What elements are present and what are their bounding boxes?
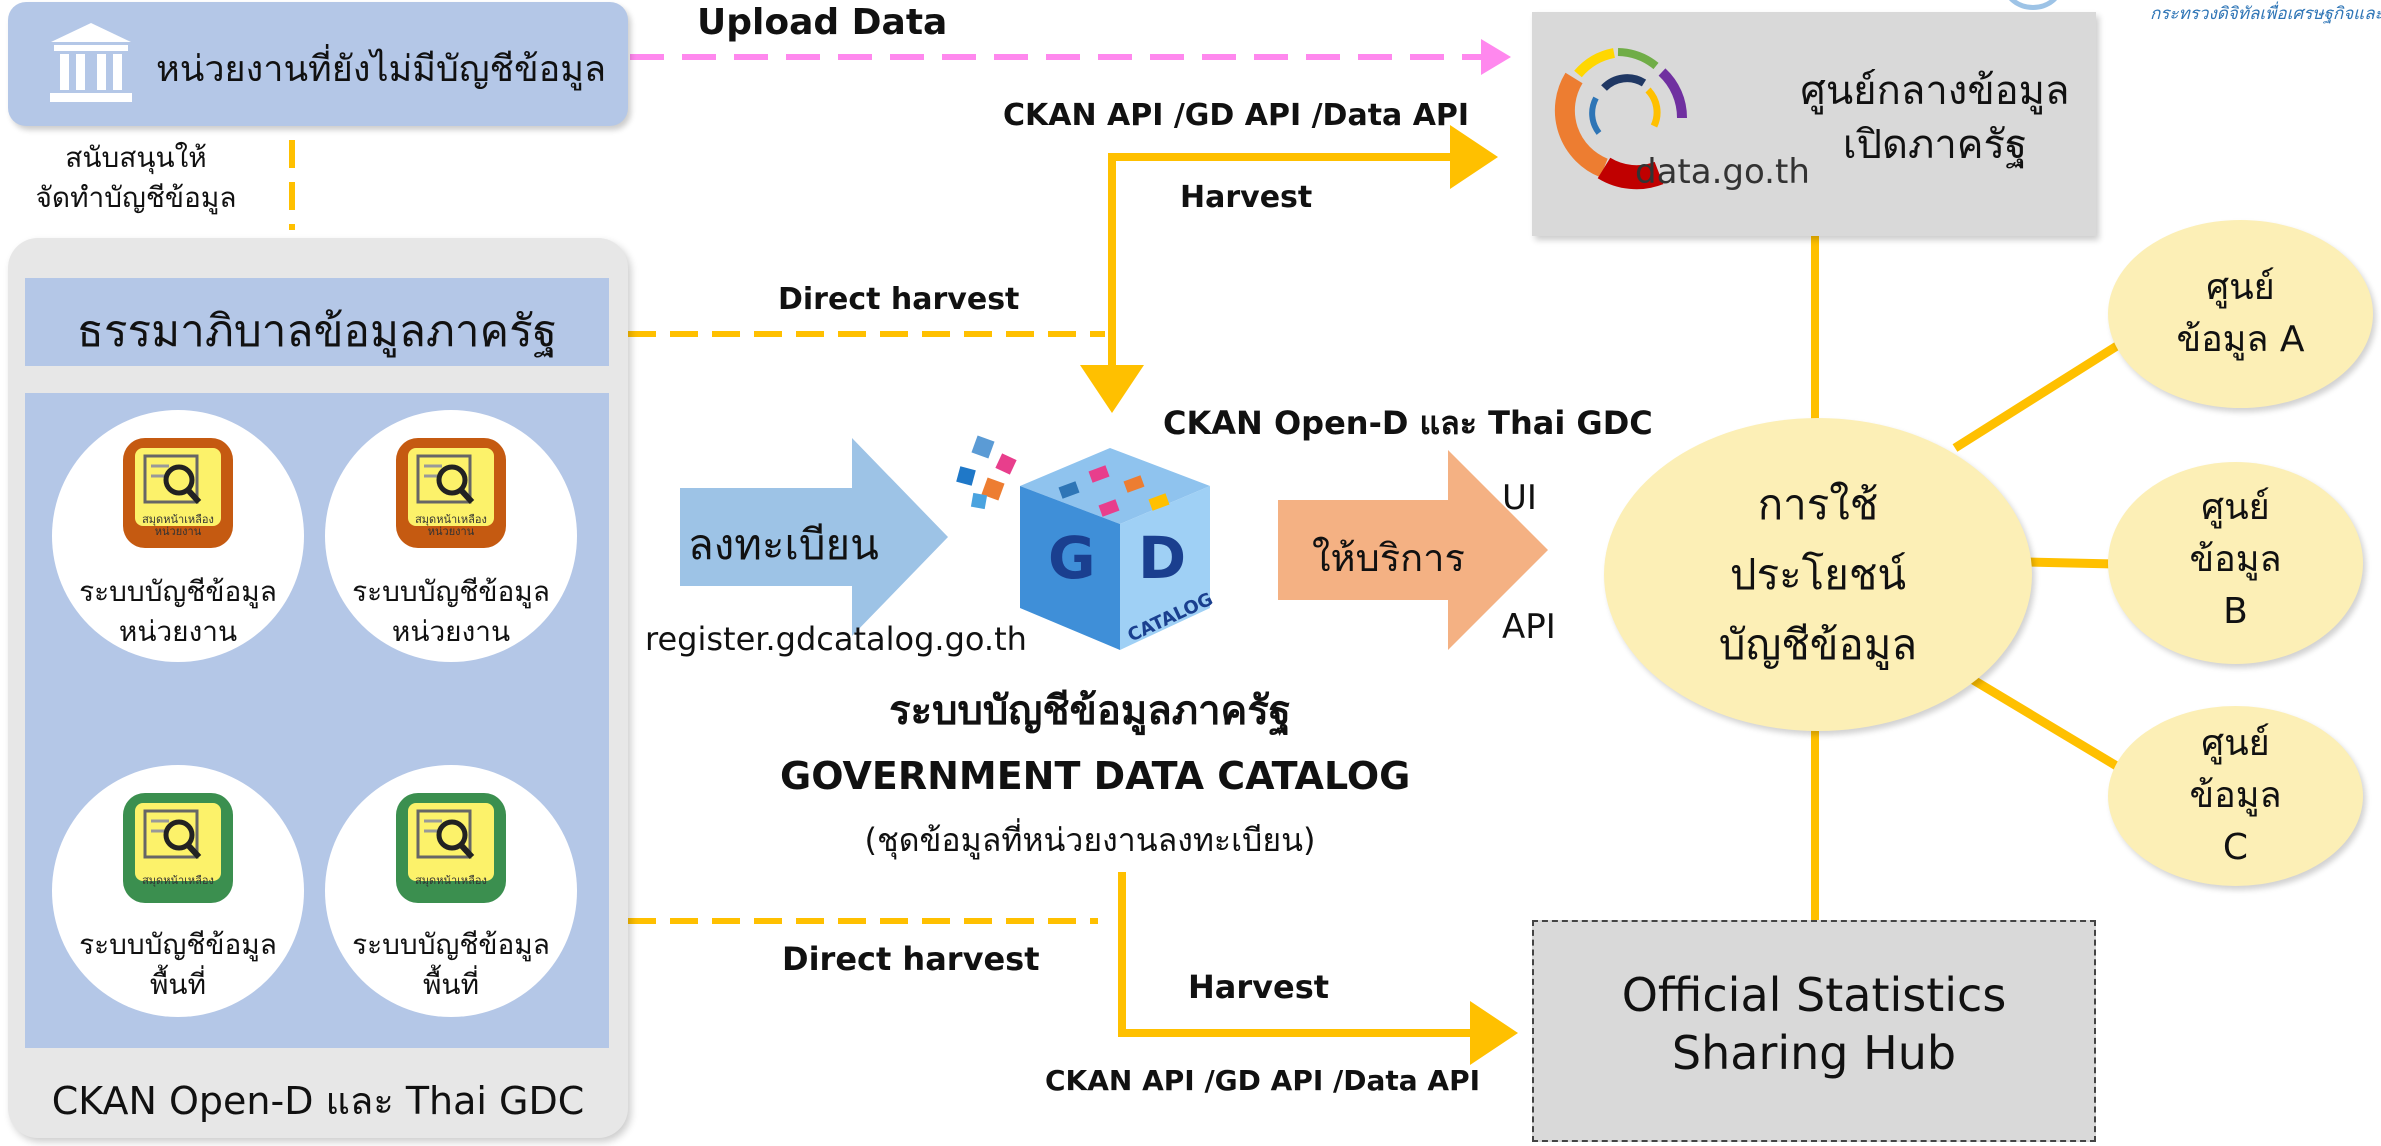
data-go-th-logo-text: data.go.th [1635,152,1810,192]
area-system-node-1: สมุดหน้าเหลือง ระบบบัญชีข้อมูล พื้นที่ [52,765,304,1017]
service-arrow-shape [1278,450,1548,650]
data-center-c: ศูนย์ ข้อมูล C [2108,706,2363,886]
logo-letter-g: G [1048,524,1096,592]
support-note-line1: สนับสนุนให้ [65,141,207,174]
agency-system-line2: หน่วยงาน [118,615,238,648]
logo-letter-d: D [1138,524,1186,592]
official-statistics-line2: Sharing Hub [1671,1026,1957,1080]
area-system-line1: ระบบบัญชีข้อมูล [79,928,277,961]
register-label: ลงทะเบียน [688,520,879,569]
agency-system-line1: ระบบบัญชีข้อมูล [352,575,550,608]
data-center-c-line2: ข้อมูล [2189,775,2282,816]
support-note: สนับสนุนให้ จัดทำบัญชีข้อมูล [20,138,252,218]
yellow-book-icon: สมุดหน้าเหลือง หน่วยงาน [123,438,233,548]
government-building-icon [50,23,132,102]
left-footer: CKAN Open-D และ Thai GDC [51,1079,585,1123]
direct-harvest-top-label: Direct harvest [778,282,1020,317]
data-center-c-line3: C [2222,827,2249,868]
data-center-a-text: ศูนย์ ข้อมูล A [2108,262,2373,366]
benefit-line3: บัญชีข้อมูล [1718,620,1918,669]
harvest-bottom-label: Harvest [1188,968,1330,1006]
agency-system-text: ระบบบัญชีข้อมูล หน่วยงาน [52,572,304,652]
agency-system-line2: หน่วยงาน [391,615,511,648]
yellow-book-icon: สมุดหน้าเหลือง [396,793,506,903]
agency-system-line1: ระบบบัญชีข้อมูล [79,575,277,608]
agency-system-node-2: สมุดหน้าเหลือง หน่วยงาน ระบบบัญชีข้อมูล … [325,410,577,662]
benefit-line2: ประโยชน์ [1729,550,1907,599]
api-bottom-label: CKAN API /GD API /Data API [1045,1064,1481,1097]
register-url: register.gdcatalog.go.th [645,620,1027,658]
no-catalog-agency-label: หน่วยงานที่ยังไม่มีบัญชีข้อมูล [156,49,606,90]
official-statistics-box: Official Statistics Sharing Hub [1532,920,2096,1142]
api-top-label: CKAN API /GD API /Data API [1003,98,1470,133]
benefit-line1: การใช้ [1757,480,1879,529]
gdc-catalog-logo: G D CATALOG [956,435,1216,650]
data-center-a-line1: ศูนย์ [2206,267,2275,308]
agency-system-node-1: สมุดหน้าเหลือง หน่วยงาน ระบบบัญชีข้อมูล … [52,410,304,662]
gdc-subtitle: (ชุดข้อมูลที่หน่วยงานลงทะเบียน) [864,821,1316,859]
data-center-b-text: ศูนย์ ข้อมูล B [2108,482,2363,638]
app-label-1: สมุดหน้าเหลือง [142,513,214,526]
data-center-b: ศูนย์ ข้อมูล B [2108,462,2363,664]
benefit-center-c-line [1962,671,2123,772]
ministry-text: กระทรวงดิจิทัลเพื่อเศรษฐกิจและสังคม [2150,4,2381,24]
agency-system-text: ระบบบัญชีข้อมูล หน่วยงาน [325,572,577,652]
gdc-title-en: GOVERNMENT DATA CATALOG [780,754,1411,798]
data-go-th-box: data.go.th ศูนย์กลางข้อมูล เปิดภาครัฐ [1532,12,2096,236]
area-system-line1: ระบบบัญชีข้อมูล [352,928,550,961]
data-center-b-line1: ศูนย์ [2201,487,2270,528]
data-center-b-line2: ข้อมูล [2189,539,2282,580]
support-note-line2: จัดทำบัญชีข้อมูล [35,181,237,214]
harvest-bottom-line [1118,872,1518,1065]
data-center-a: ศูนย์ ข้อมูล A [2108,220,2373,408]
governance-bar: ธรรมาภิบาลข้อมูลภาครัฐ [25,278,609,366]
data-center-b-line3: B [2223,591,2248,632]
benefit-node: การใช้ ประโยชน์ บัญชีข้อมูล [1604,418,2032,731]
data-go-th-logo [1554,48,1688,190]
app-label-1: สมุดหน้าเหลือง [415,513,487,526]
governance-title: ธรรมาภิบาลข้อมูลภาครัฐ [77,306,557,357]
harvest-top-label: Harvest [1180,180,1313,215]
register-arrow-shape [680,438,948,636]
benefit-text: การใช้ ประโยชน์ บัญชีข้อมูล [1604,470,2032,680]
benefit-center-b-line [2024,557,2116,569]
app-label: สมุดหน้าเหลือง [142,874,214,887]
area-system-node-2: สมุดหน้าเหลือง ระบบบัญชีข้อมูล พื้นที่ [325,765,577,1017]
direct-harvest-bottom-label: Direct harvest [782,940,1040,978]
data-go-th-line2: เปิดภาครัฐ [1842,122,2028,168]
yellow-book-icon: สมุดหน้าเหลือง หน่วยงาน [396,438,506,548]
service-ui-label: UI [1502,478,1537,518]
gdc-title-th: ระบบบัญชีข้อมูลภาครัฐ [889,688,1291,734]
official-statistics-line1: Official Statistics [1621,968,2007,1022]
no-catalog-agency-box: หน่วยงานที่ยังไม่มีบัญชีข้อมูล [8,2,628,126]
gdc-platform-label: CKAN Open-D และ Thai GDC [1163,404,1653,442]
data-go-th-title: ศูนย์กลางข้อมูล เปิดภาครัฐ [1780,64,2090,172]
service-label: ให้บริการ [1312,536,1465,580]
data-center-c-text: ศูนย์ ข้อมูล C [2108,718,2363,874]
area-system-line2: พื้นที่ [149,968,207,1001]
upload-data-label: Upload Data [697,2,948,43]
yellow-book-icon: สมุดหน้าเหลือง [123,793,233,903]
benefit-center-a-line [1952,340,2123,452]
app-label-2: หน่วยงาน [154,525,202,538]
area-system-line2: พื้นที่ [422,968,480,1001]
app-label: สมุดหน้าเหลือง [415,874,487,887]
data-center-a-line2: ข้อมูล A [2176,319,2305,360]
data-center-c-line1: ศูนย์ [2201,723,2270,764]
service-api-label: API [1502,607,1556,647]
area-system-text: ระบบบัญชีข้อมูล พื้นที่ [325,925,577,1005]
data-go-th-line1: ศูนย์กลางข้อมูล [1800,68,2070,114]
area-system-text: ระบบบัญชีข้อมูล พื้นที่ [52,925,304,1005]
official-statistics-text: Official Statistics Sharing Hub [1534,966,2094,1082]
app-label-2: หน่วยงาน [427,525,475,538]
